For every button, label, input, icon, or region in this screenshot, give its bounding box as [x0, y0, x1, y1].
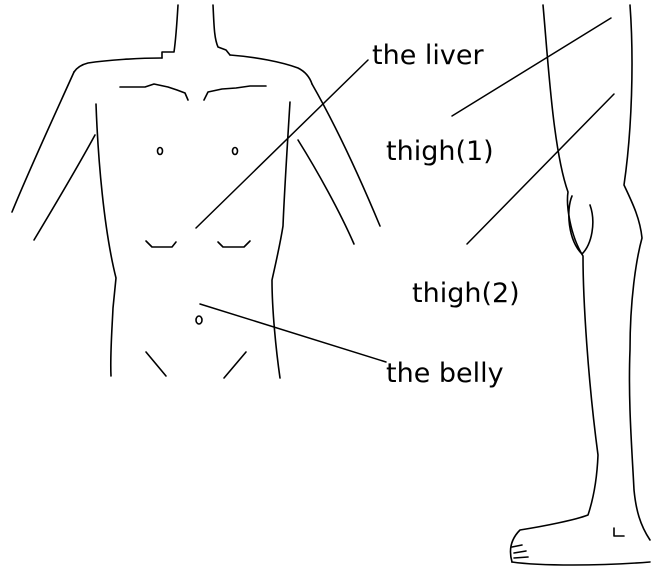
left-groin-line	[146, 352, 166, 376]
thigh2-leader-line	[467, 94, 614, 244]
torso-right-side	[272, 102, 290, 378]
thigh1-label: thigh(1)	[386, 138, 494, 165]
belly-label: the belly	[386, 360, 504, 387]
liver-label: the liver	[372, 42, 484, 69]
left-arm-inner	[34, 135, 95, 240]
right-shoulder-line	[230, 55, 312, 84]
neck-right-line	[213, 5, 230, 55]
left-collarbone	[120, 84, 188, 100]
thigh2-label: thigh(2)	[412, 280, 520, 307]
right-collarbone	[204, 86, 266, 100]
leg-back-line	[510, 5, 598, 562]
left-nipple	[158, 148, 163, 155]
belly-leader-line	[200, 304, 386, 362]
right-chest-mark	[218, 241, 250, 247]
knee-cap	[569, 196, 593, 254]
torso-left-side	[96, 104, 116, 376]
right-nipple	[233, 148, 238, 155]
right-arm-inner	[298, 140, 354, 244]
right-groin-line	[224, 352, 246, 378]
leg-front-line	[624, 5, 650, 540]
liver-leader-line	[196, 60, 368, 228]
navel	[196, 316, 202, 324]
left-arm-outer	[12, 72, 74, 212]
left-chest-mark	[146, 241, 176, 247]
foot-outline	[512, 562, 650, 565]
torso-figure	[12, 5, 380, 378]
toe-lines	[512, 545, 528, 558]
neck-left-line	[162, 5, 178, 58]
leg-figure	[510, 5, 650, 565]
ankle-mark	[614, 528, 624, 536]
left-shoulder-line	[74, 58, 162, 72]
